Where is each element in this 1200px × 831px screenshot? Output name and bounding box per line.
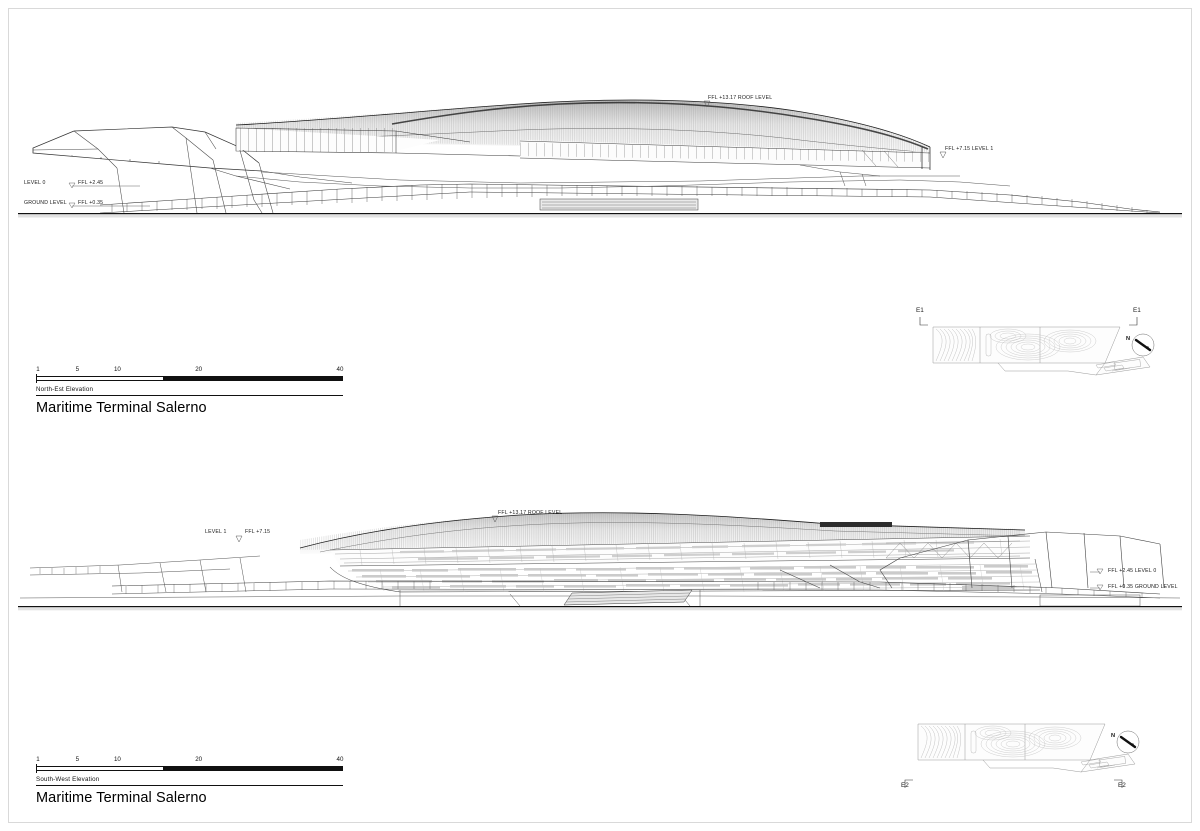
south-west-elevation-svg	[18, 512, 1182, 611]
key-plan-1-svg	[919, 317, 1155, 376]
right-canopy-group-2	[779, 531, 1165, 589]
scale-segment-20-40	[198, 377, 342, 380]
annotation-level1-value-2: FFL +7.15	[245, 529, 271, 535]
ground-shadow-2	[18, 607, 1182, 611]
north-label-2: N	[1111, 733, 1116, 739]
roof-right-terminus	[921, 147, 931, 170]
left-fin-group-2	[29, 555, 261, 593]
key-plan-north-east: E1 E1 N	[900, 305, 1180, 395]
scale-ticks-2: 1 5 10 20 40	[36, 756, 343, 764]
title-block-north-east: 1 5 10 20 40 North-Est Elevation Maritim…	[36, 366, 343, 416]
section-mark-e1-left: E1	[916, 307, 924, 314]
drawing-title-2: Maritime Terminal Salerno	[36, 790, 207, 806]
scale-tick-20: 20	[195, 366, 203, 373]
scale-tick-5-2: 5	[75, 756, 80, 763]
roof-leader-1	[703, 100, 711, 108]
annotation-level0-label-1: LEVEL 0	[24, 180, 46, 186]
annotation-roof-level-1: FFL +13.17 ROOF LEVEL	[708, 95, 773, 101]
scale-ticks-1: 1 5 10 20 40	[36, 366, 343, 374]
balustrade-walkway-2	[111, 580, 1161, 599]
key-plan-south-west: E2 E2 N	[900, 712, 1180, 807]
north-arrow-1	[1131, 333, 1155, 357]
ground-shadow	[18, 214, 1182, 218]
plinth-louvre-element-2	[563, 589, 693, 606]
north-east-elevation-svg	[18, 99, 1182, 218]
scale-tick-40-2: 40	[336, 756, 344, 763]
scale-segment-20-40-2	[198, 767, 342, 770]
section-mark-e2-right: E2	[1118, 782, 1126, 789]
ground-line	[18, 213, 1182, 215]
south-west-elevation-drawing: FFL +13.17 ROOF LEVEL LEVEL 1 FFL +7.15 …	[0, 470, 1200, 615]
annotation-groundlevel-label-1: GROUND LEVEL	[24, 200, 67, 206]
scale-tick-10: 10	[113, 366, 121, 373]
ground-line-2	[18, 606, 1182, 608]
sheet-border	[8, 8, 1192, 823]
annotation-level1-1: FFL +7.15 LEVEL 1	[945, 146, 994, 152]
level1-facade-2	[329, 522, 1031, 567]
plinth-louvre-element	[539, 198, 699, 211]
title-block-south-west: 1 5 10 20 40 South-West Elevation Mariti…	[36, 756, 343, 806]
annotation-level1-label-2: LEVEL 1	[205, 529, 227, 535]
scale-bar-1: 1 5 10 20 40	[36, 366, 343, 383]
level0-facade-2	[329, 558, 1043, 600]
annotation-groundlevel-2: FFL +0.35 GROUND LEVEL	[1108, 584, 1178, 590]
scale-segment-5-10	[163, 377, 203, 380]
key-plan-2-svg	[904, 723, 1140, 788]
level1-leader-2	[235, 535, 243, 543]
annotation-level0-value-1: FFL +2.45	[78, 180, 104, 186]
right-level-leaders-2	[1090, 568, 1104, 591]
drawing-subtitle-2: South-West Elevation	[36, 776, 343, 786]
north-east-elevation-drawing: FFL +13.17 ROOF LEVEL FFL +7.15 LEVEL 1 …	[0, 0, 1200, 230]
truss-zone-2	[885, 540, 1021, 559]
scale-tick-1: 1	[36, 366, 40, 373]
scale-tick-20-2: 20	[195, 756, 203, 763]
level1-leader-1	[939, 151, 947, 159]
scale-line-1	[36, 376, 343, 381]
scale-tick-5: 5	[75, 366, 80, 373]
level1-glazing-left	[235, 127, 521, 157]
podium-outline	[235, 164, 1011, 189]
roof-leader-2	[491, 515, 499, 523]
scale-bar-2: 1 5 10 20 40	[36, 756, 343, 773]
section-mark-e2-left: E2	[901, 782, 909, 789]
north-label-1: N	[1126, 336, 1131, 342]
scale-tick-40: 40	[336, 366, 344, 373]
drawing-title-1: Maritime Terminal Salerno	[36, 400, 207, 416]
scale-tick-10-2: 10	[113, 756, 121, 763]
balustrade-walkway	[99, 183, 1161, 214]
annotation-level0-2: FFL +2.45 LEVEL 0	[1108, 568, 1157, 574]
section-mark-e1-right: E1	[1133, 307, 1141, 314]
left-level-leaders	[68, 182, 150, 209]
scale-segment-5-10-2	[163, 767, 203, 770]
north-arrow-2	[1116, 730, 1140, 754]
scale-line-2	[36, 766, 343, 771]
scale-tick-1-2: 1	[36, 756, 40, 763]
annotation-roof-level-2: FFL +13.17 ROOF LEVEL	[498, 510, 563, 516]
drawing-subtitle-1: North-Est Elevation	[36, 386, 343, 396]
annotation-groundlevel-value-1: FFL +0.35	[78, 200, 104, 206]
